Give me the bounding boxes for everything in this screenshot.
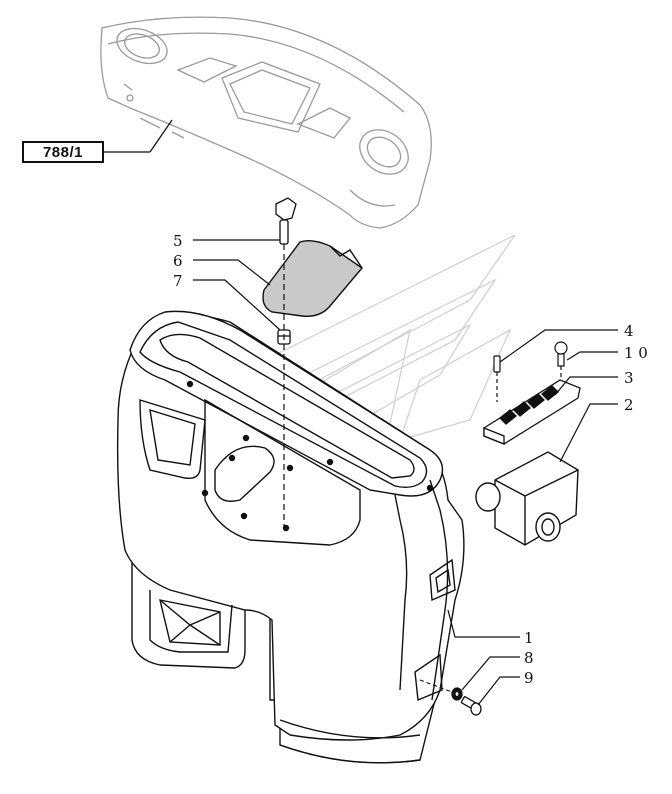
bracket-part-3 [483, 379, 581, 445]
console-housing [116, 310, 465, 764]
fastener-dash-line [419, 679, 453, 693]
screw-part-4 [493, 355, 501, 402]
module-part-2 [475, 451, 579, 546]
reference-box[interactable]: 788/1 [22, 141, 104, 163]
reference-label: 788/1 [42, 144, 84, 161]
callout-leaders [193, 239, 618, 706]
callout-4: 4 [624, 322, 634, 340]
callout-8: 8 [524, 649, 534, 667]
bolt-part-9 [460, 696, 482, 716]
callout-7: 7 [173, 272, 183, 290]
screw-part-10 [554, 341, 568, 382]
callout-6: 6 [173, 252, 183, 270]
callout-5: 5 [173, 232, 183, 250]
callout-10: 1 0 [624, 344, 648, 362]
callout-9: 9 [524, 669, 534, 687]
screw-part-5 [275, 197, 297, 245]
dashboard-ghost [100, 16, 432, 229]
callout-2: 2 [624, 396, 634, 414]
cover-part-6 [262, 239, 364, 317]
callout-1: 1 [524, 629, 534, 647]
reference-leader-diag [149, 119, 173, 153]
callout-3: 3 [624, 369, 634, 387]
washer-part-8 [451, 687, 463, 701]
